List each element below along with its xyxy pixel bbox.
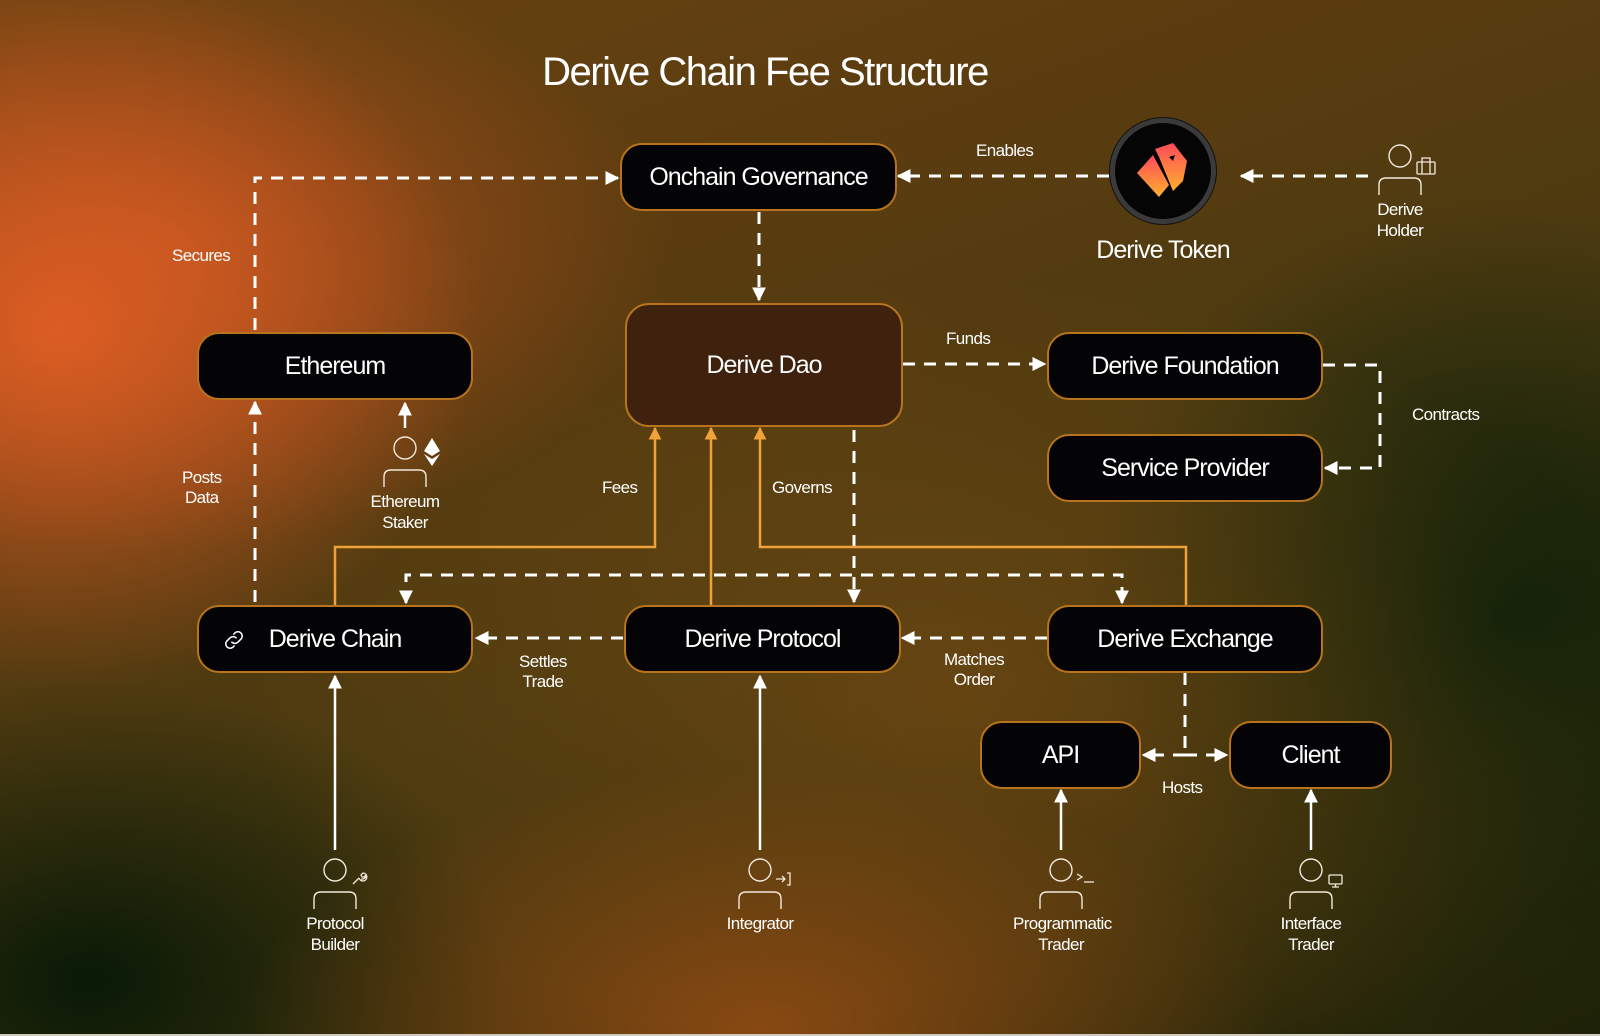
edge-label-hosts: Hosts: [1162, 778, 1203, 797]
edge-label-contracts: Contracts: [1412, 405, 1480, 424]
diagram-title: Derive Chain Fee Structure: [542, 50, 989, 94]
edge-label-settles-trade: Settles Trade: [519, 652, 567, 691]
wrench-icon: [352, 872, 368, 885]
login-arrow-icon: [776, 872, 791, 886]
node-label: Derive Protocol: [684, 624, 842, 653]
edge-label-secures: Secures: [172, 246, 231, 265]
edge-contracts: [1323, 363, 1382, 475]
derive-token-label: Derive Token: [1096, 236, 1230, 264]
bottom-edge-line: [0, 1034, 1600, 1036]
node-label: Derive Dao: [706, 350, 822, 379]
chain-link-icon: [225, 631, 243, 649]
edge-label-governs: Governs: [772, 478, 833, 497]
edge-label-funds: Funds: [946, 329, 991, 348]
node-label: Derive Foundation: [1091, 351, 1279, 380]
person-icon: [1378, 144, 1436, 195]
node-label: Client: [1281, 740, 1341, 769]
person-icon: [313, 858, 368, 909]
node-label: Derive Exchange: [1097, 624, 1273, 653]
node-label: Onchain Governance: [649, 162, 868, 191]
node-derive-foundation[interactable]: Derive Foundation: [1047, 332, 1323, 400]
derive-token-coin[interactable]: [1110, 118, 1216, 224]
node-api[interactable]: API: [980, 721, 1141, 789]
actor-ethereum-staker[interactable]: Ethereum Staker: [357, 435, 477, 545]
actor-integrator[interactable]: Integrator: [712, 857, 832, 967]
edge-label-fees: Fees: [602, 478, 638, 497]
person-icon: [1039, 858, 1094, 909]
edge-label-posts-data: Posts Data: [182, 468, 222, 507]
edge-secures: [253, 171, 620, 330]
actor-derive-holder[interactable]: Derive Holder: [1352, 143, 1472, 253]
node-label: Service Provider: [1101, 453, 1269, 482]
briefcase-icon: [1416, 157, 1436, 175]
node-derive-protocol[interactable]: Derive Protocol: [624, 605, 901, 673]
edge-governs-branch: [404, 573, 1124, 603]
node-ethereum[interactable]: Ethereum: [197, 332, 473, 400]
actor-interface-trader[interactable]: Interface Trader: [1263, 857, 1383, 967]
node-label: Derive Chain: [268, 624, 403, 653]
actor-label: Derive Holder: [1376, 200, 1424, 240]
node-label: Ethereum: [284, 351, 386, 380]
actor-label: Protocol Builder: [306, 914, 364, 954]
actor-programmatic-trader[interactable]: Programmatic Trader: [1013, 857, 1133, 967]
edge-label-enables: Enables: [976, 141, 1034, 160]
person-icon: [1289, 858, 1343, 909]
node-service-provider[interactable]: Service Provider: [1047, 434, 1323, 502]
node-derive-dao[interactable]: Derive Dao: [625, 303, 903, 427]
terminal-prompt-icon: [1076, 873, 1094, 883]
actor-label: Interface Trader: [1280, 914, 1342, 954]
actor-label: Integrator: [726, 914, 794, 933]
node-derive-exchange[interactable]: Derive Exchange: [1047, 605, 1323, 673]
edge-label-matches-order: Matches Order: [944, 650, 1005, 689]
edge-fees-exchange: [753, 426, 1188, 605]
person-icon: [383, 436, 440, 487]
ethereum-icon: [424, 438, 440, 466]
edge-fees-chain: [333, 426, 662, 605]
actor-label: Ethereum Staker: [370, 492, 441, 532]
node-derive-chain[interactable]: Derive Chain: [197, 605, 473, 673]
actor-protocol-builder[interactable]: Protocol Builder: [287, 857, 407, 967]
actor-label: Programmatic Trader: [1013, 914, 1112, 954]
node-client[interactable]: Client: [1229, 721, 1392, 789]
person-icon: [738, 858, 791, 909]
node-onchain-governance[interactable]: Onchain Governance: [620, 143, 897, 211]
derive-logo-icon: [1137, 143, 1187, 197]
node-label: API: [1041, 740, 1080, 769]
monitor-icon: [1328, 874, 1343, 888]
